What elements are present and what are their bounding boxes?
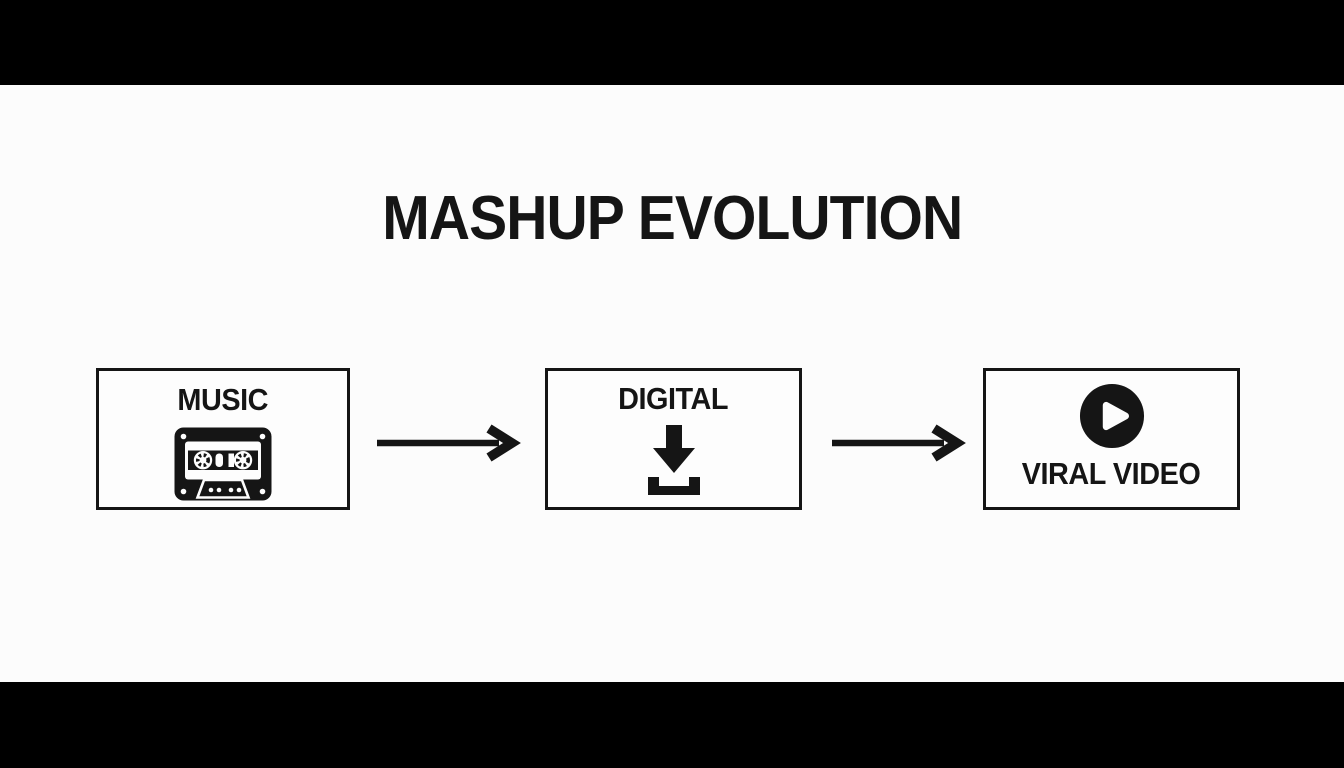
node-viral-video-label: VIRAL VIDEO [1022,456,1201,491]
arrow-connector-1 [372,420,522,466]
arrow-connector-2 [826,420,966,466]
node-digital-label: DIGITAL [618,381,729,416]
arrow-right-icon [377,424,521,462]
node-digital: DIGITAL [545,368,802,510]
cassette-tape-icon [173,426,273,502]
download-icon [642,424,706,498]
play-button-icon [1079,383,1145,449]
page-title: MASHUP EVOLUTION [0,188,1344,250]
node-music-label: MUSIC [177,382,269,417]
node-music: MUSIC [96,368,350,510]
page-title-text: MASHUP EVOLUTION [381,184,963,253]
node-viral-video: VIRAL VIDEO [983,368,1240,510]
letterbox-top-bar [0,0,1344,85]
arrow-right-icon [832,424,966,462]
letterbox-bottom-bar [0,682,1344,768]
